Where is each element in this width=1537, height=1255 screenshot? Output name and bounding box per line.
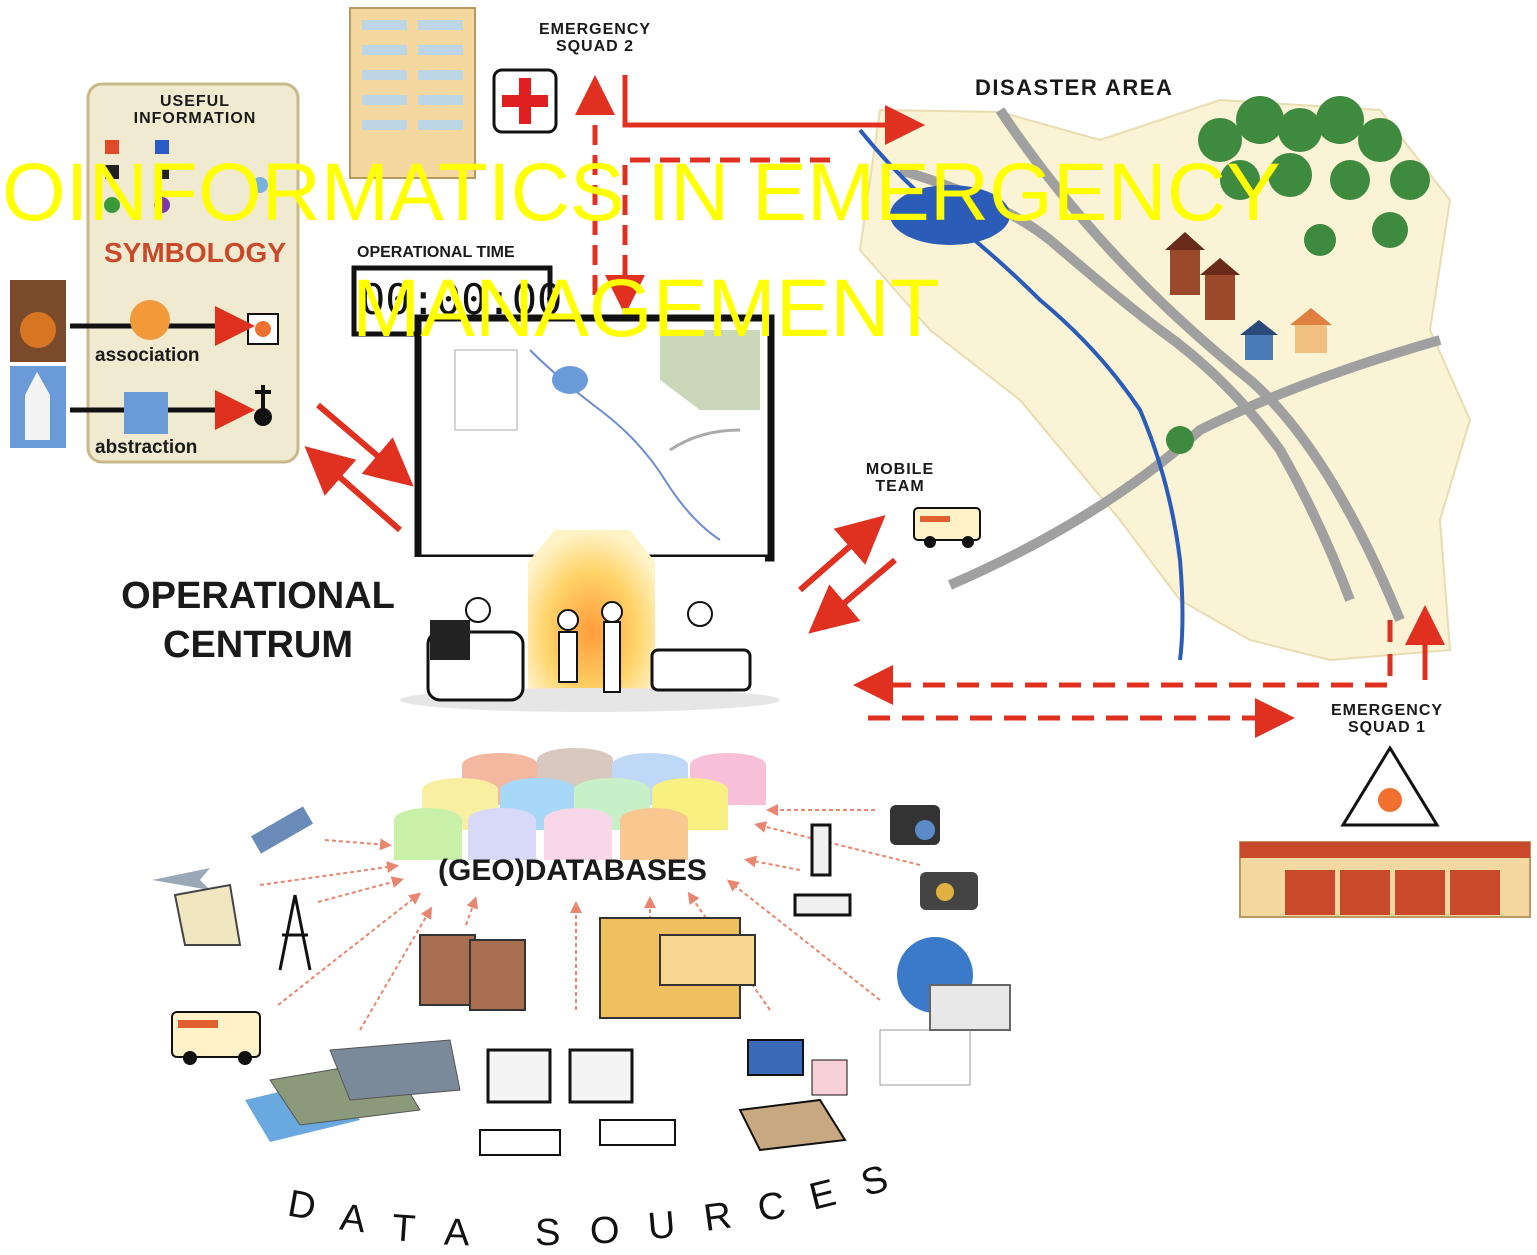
- operational-time-value: 00:00:00: [360, 275, 563, 324]
- operators-illustration: [400, 597, 780, 712]
- hospital-building: [349, 7, 476, 179]
- data-sources-letter: A: [337, 1196, 370, 1242]
- video-camera-icon: [920, 872, 978, 910]
- red-cross-icon: [492, 68, 558, 134]
- disaster-area-label: DISASTER AREA: [975, 75, 1174, 100]
- fire-station-building: [1239, 841, 1531, 918]
- mobile-team-arrows: [798, 515, 897, 634]
- geodatabase-cylinders: [394, 748, 766, 860]
- satellite-icon: [251, 806, 313, 854]
- data-sources-letter: U: [646, 1203, 680, 1249]
- abstraction-label: abstraction: [95, 437, 198, 458]
- info-exchange-arrows: [304, 402, 414, 533]
- books-icon: [419, 934, 526, 1011]
- filing-cabinet-icon: [599, 917, 756, 1019]
- emergency-squad-2-label: EMERGENCY SQUAD 2: [538, 21, 652, 55]
- mobile-team-label: MOBILE TEAM: [865, 461, 935, 495]
- church-icon: [124, 392, 168, 434]
- maps-icon: [245, 1039, 461, 1142]
- title-overlay-line1: OINFORMATICS IN EMERGENCY: [2, 147, 1281, 238]
- data-sources-letter: S: [534, 1211, 563, 1255]
- association-label: association: [95, 345, 200, 366]
- squad2-arrows: [575, 75, 925, 315]
- useful-information-panel: [86, 82, 300, 464]
- tower-icon: [278, 894, 312, 971]
- geodatabases-label: (GEO)DATABASES: [438, 854, 707, 887]
- van-icon: [171, 1011, 261, 1065]
- operational-centrum-label: OPERATIONAL CENTRUM: [121, 575, 395, 667]
- symbology-label: SYMBOLOGY: [103, 237, 286, 268]
- fire-warning-icon: [1340, 745, 1440, 827]
- disaster-area-map: [858, 96, 1472, 662]
- microscope-icon: [793, 823, 852, 917]
- computer-icon: [479, 1048, 676, 1156]
- mobile-team-van-icon: [913, 507, 981, 548]
- scanner-icon: [738, 1039, 848, 1152]
- operational-time-label: OPERATIONAL TIME: [357, 244, 515, 261]
- globe-documents-icon: [879, 937, 1011, 1086]
- data-sources-letter: O: [588, 1209, 623, 1253]
- camera-icon: [890, 805, 940, 845]
- useful-information-label: USEFUL INFORMATION: [133, 93, 257, 127]
- fire-icon: [130, 300, 170, 340]
- data-sources-letter: A: [443, 1211, 473, 1255]
- squad1-arrows: [853, 605, 1445, 738]
- airplane-icon: [152, 868, 210, 890]
- data-source-arrows: [259, 804, 921, 1031]
- radar-icon: [173, 883, 242, 946]
- operational-screen: [345, 314, 775, 700]
- title-overlay-line2: MANAGEMENT: [352, 263, 940, 354]
- emergency-squad-1-label: EMERGENCY SQUAD 1: [1330, 702, 1444, 736]
- data-sources-letter: R: [701, 1194, 737, 1240]
- data-sources-letter: T: [390, 1207, 419, 1251]
